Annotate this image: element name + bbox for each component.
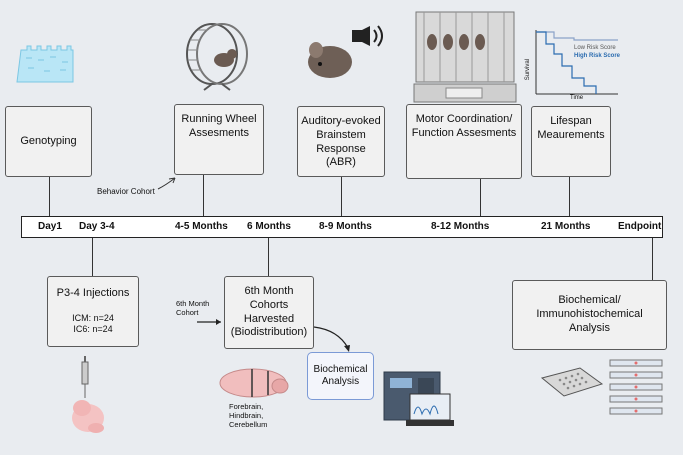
survival-low-label: Low Risk Score	[574, 45, 616, 51]
sixth-month-cohort-label: 6th Month Cohort	[176, 299, 210, 317]
timeline-label-8-9-months: 8-9 Months	[319, 221, 372, 232]
lifespan-box: Lifespan Meaurements	[531, 106, 611, 177]
motor-coordination-box: Motor Coordination/ Function Assesments	[406, 104, 522, 179]
behavior-cohort-label: Behavior Cohort	[97, 187, 155, 196]
timeline-label-day3-4: Day 3-4	[79, 221, 115, 232]
timeline-label-6-months: 6 Months	[247, 221, 291, 232]
connector-running	[203, 175, 204, 216]
running-wheel-box: Running Wheel Assesments	[174, 104, 264, 175]
survival-high-label: High Risk Score	[574, 53, 621, 59]
harvest-box: 6th Month Cohorts Harvested (Biodistribu…	[224, 276, 314, 349]
timeline-label-4-5-months: 4-5 Months	[175, 221, 228, 232]
running-wheel-icon	[186, 23, 248, 91]
brain-icon	[219, 368, 289, 398]
injections-groups: ICM: n=24 IC6: n=24	[72, 312, 114, 334]
gel-plate-icon	[16, 45, 74, 83]
analyzer-computer-icon	[383, 371, 454, 426]
genotyping-box: Genotyping	[5, 106, 92, 177]
connector-lifespan	[569, 177, 570, 216]
survival-ylabel: Survival	[525, 58, 532, 81]
timeline-label-21-months: 21 Months	[541, 221, 591, 232]
final-analysis-box: Biochemical/ Immunohistochemical Analysi…	[512, 280, 667, 350]
connector-genotyping	[49, 177, 50, 216]
injections-title: P3-4 Injections	[56, 287, 130, 299]
connector-harvest	[268, 238, 269, 276]
abr-box: Auditory-evoked Brainstem Response (ABR)	[297, 106, 385, 177]
timeline-label-day1: Day1	[38, 221, 62, 232]
timeline-bar: Day1 Day 3-4 4-5 Months 6 Months 8-9 Mon…	[21, 216, 663, 238]
timeline-label-endpoint: Endpoint	[618, 221, 662, 232]
connector-abr	[341, 177, 342, 216]
brain-regions-label: Forebrain, Hindbrain, Cerebellum	[229, 402, 268, 429]
mouse-speaker-icon	[308, 25, 383, 78]
connector-motor	[480, 179, 481, 216]
injections-box: P3-4 Injections ICM: n=24 IC6: n=24	[47, 276, 139, 347]
plate-slides-icon	[540, 359, 663, 415]
connector-final	[652, 238, 653, 280]
survival-chart-icon	[535, 30, 618, 95]
rotarod-icon	[413, 11, 517, 103]
connector-injections	[92, 238, 93, 276]
timeline-label-8-12-months: 8-12 Months	[431, 221, 490, 232]
biochemical-analysis-box: Biochemical Analysis	[307, 352, 374, 400]
syringe-pup-icon	[72, 356, 104, 433]
survival-xlabel: Time	[570, 95, 584, 101]
